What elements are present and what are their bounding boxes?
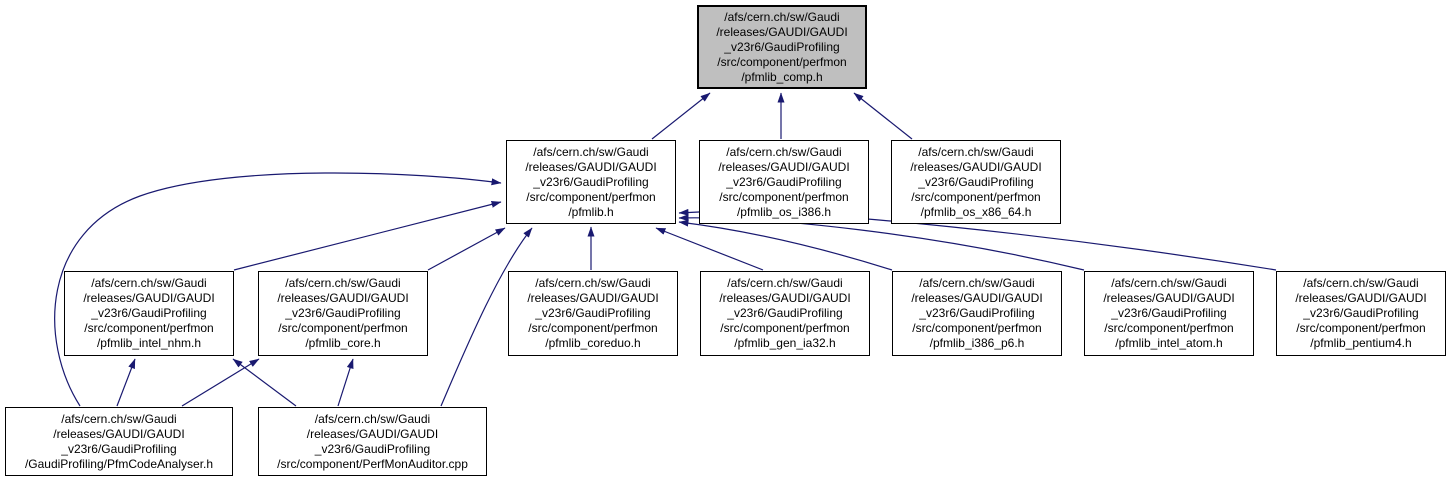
edge-intel-nhm-to-pfmlib [233, 200, 502, 271]
node-pfmlib-core-h[interactable]: /afs/cern.ch/sw/Gaudi /releases/GAUDI/GA… [258, 271, 428, 356]
node-pfmlib-comp-h[interactable]: /afs/cern.ch/sw/Gaudi /releases/GAUDI/GA… [697, 5, 867, 89]
edge-pfmlib-to-pfmlib-comp [651, 92, 711, 140]
edge-perf-mon-auditor-to-intel-nhm [232, 358, 297, 407]
node-pfmlib-i386-p6-h[interactable]: /afs/cern.ch/sw/Gaudi /releases/GAUDI/GA… [892, 271, 1062, 356]
node-pfmlib-os-x86-64-h[interactable]: /afs/cern.ch/sw/Gaudi /releases/GAUDI/GA… [891, 140, 1061, 224]
node-pfmlib-os-i386-h[interactable]: /afs/cern.ch/sw/Gaudi /releases/GAUDI/GA… [699, 140, 869, 224]
edge-perf-mon-auditor-to-core [337, 358, 354, 407]
node-pfmlib-intel-nhm-h[interactable]: /afs/cern.ch/sw/Gaudi /releases/GAUDI/GA… [64, 271, 234, 356]
node-pfm-code-analyser-h[interactable]: /afs/cern.ch/sw/Gaudi /releases/GAUDI/GA… [5, 407, 233, 476]
edge-i386-p6-to-pfmlib [678, 219, 893, 271]
edge-core-to-pfmlib [427, 227, 506, 271]
node-pfmlib-coreduo-h[interactable]: /afs/cern.ch/sw/Gaudi /releases/GAUDI/GA… [508, 271, 678, 356]
node-perf-mon-auditor-cpp[interactable]: /afs/cern.ch/sw/Gaudi /releases/GAUDI/GA… [258, 407, 487, 476]
node-pfmlib-h[interactable]: /afs/cern.ch/sw/Gaudi /releases/GAUDI/GA… [506, 140, 676, 224]
node-pfmlib-pentium4-h[interactable]: /afs/cern.ch/sw/Gaudi /releases/GAUDI/GA… [1276, 271, 1446, 356]
edge-perf-mon-auditor-to-pfmlib [440, 227, 533, 407]
node-pfmlib-gen-ia32-h[interactable]: /afs/cern.ch/sw/Gaudi /releases/GAUDI/GA… [700, 271, 870, 356]
edge-os-x86-64-to-pfmlib-comp [853, 92, 913, 140]
edge-pfm-code-analyser-to-core [181, 358, 260, 407]
edge-intel-atom-to-pfmlib [678, 214, 1085, 271]
edge-gen-ia32-to-pfmlib [655, 227, 764, 271]
edge-pfm-code-analyser-to-intel-nhm [116, 358, 136, 407]
edge-pfm-code-analyser-to-pfmlib [54, 172, 502, 407]
node-pfmlib-intel-atom-h[interactable]: /afs/cern.ch/sw/Gaudi /releases/GAUDI/GA… [1084, 271, 1254, 356]
